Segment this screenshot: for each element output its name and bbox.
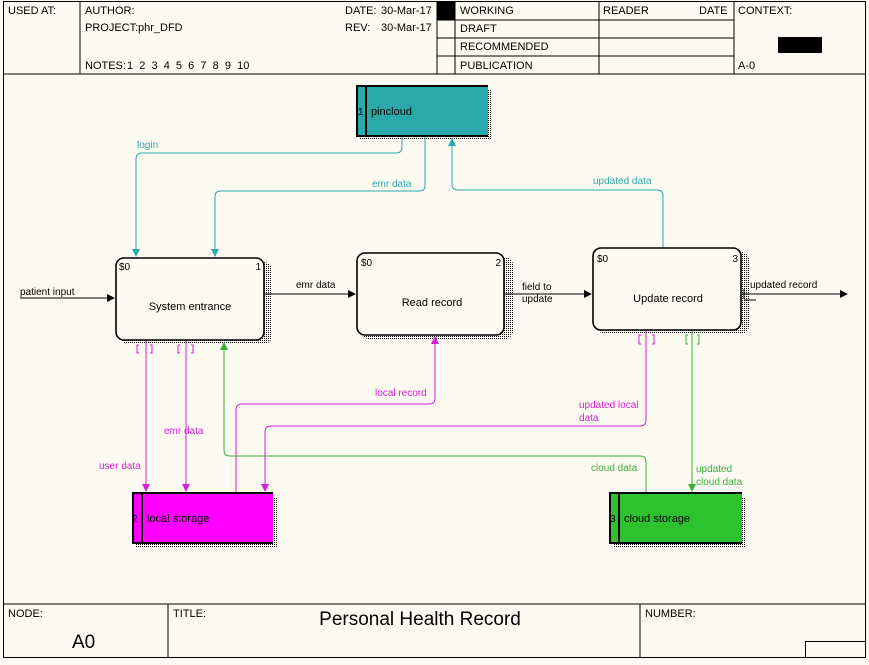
date-label: DATE:	[345, 5, 377, 17]
notes-values: 1 2 3 4 5 6 7 8 9 10	[127, 60, 249, 72]
store-cloud-storage-body	[609, 493, 742, 543]
rev-label: REV:	[345, 22, 370, 34]
label-user-data: user data	[99, 461, 141, 472]
date-value: 30-Mar-17	[381, 5, 432, 17]
status-publication: PUBLICATION	[460, 60, 533, 72]
process-system-entrance[interactable]: $0 1 System entrance	[115, 257, 272, 344]
tunnel-bracket	[177, 344, 194, 354]
store-name: cloud storage	[624, 513, 690, 525]
context-thumbnail	[778, 37, 822, 53]
tunnel-bracket	[136, 344, 153, 354]
reader-date-label: DATE	[699, 5, 728, 17]
process-update-record[interactable]: $0 3 Update record	[592, 247, 749, 334]
store-number: 3	[610, 514, 616, 525]
header-block: USED AT: AUTHOR: PROJECT: phr_DFD NOTES:…	[3, 2, 866, 75]
label-updated-local-2: data	[579, 413, 599, 424]
process-cost: $0	[597, 254, 609, 265]
working-status-marker	[437, 2, 455, 20]
tunnel-bracket	[638, 334, 655, 345]
context-node: A-0	[738, 60, 755, 72]
label-emr-data-local: emr data	[164, 426, 204, 437]
project-value: phr_DFD	[138, 22, 183, 34]
store-name: local storage	[147, 513, 209, 525]
store-number: 1	[358, 107, 364, 118]
store-number: 2	[132, 514, 138, 525]
arrow-local-record[interactable]	[235, 336, 439, 492]
process-name: Update record	[633, 293, 703, 305]
process-cost: $0	[119, 262, 131, 273]
flow-labels: login emr data updated data patient inpu…	[20, 140, 817, 488]
footer-block: NODE: A0 TITLE: Personal Health Record N…	[3, 603, 866, 658]
label-updated-cloud-1: updated	[696, 464, 732, 475]
used-at-label: USED AT:	[8, 5, 56, 17]
process-cost: $0	[361, 258, 373, 269]
store-local-storage-body	[132, 493, 273, 543]
green-arrows	[220, 331, 700, 492]
label-patient-input: patient input	[20, 287, 75, 298]
diagram-title: Personal Health Record	[319, 609, 521, 630]
status-working: WORKING	[460, 5, 514, 17]
node-label: NODE:	[8, 608, 43, 620]
status-recommended: RECOMMENDED	[460, 41, 549, 53]
store-pincloud[interactable]: 1 pincloud	[356, 85, 492, 140]
process-name: System entrance	[149, 301, 232, 313]
notes-label: NOTES:	[85, 60, 126, 72]
label-updated-data: updated data	[593, 176, 652, 187]
store-name: pincloud	[371, 106, 412, 118]
title-label: TITLE:	[173, 608, 206, 620]
process-number: 2	[495, 258, 501, 269]
store-local-storage[interactable]: 2 local storage	[132, 492, 277, 547]
label-cloud-data: cloud data	[591, 463, 638, 474]
arrow-emr-data-top[interactable]	[211, 137, 426, 257]
store-cloud-storage[interactable]: 3 cloud storage	[609, 492, 746, 547]
label-emr-data-top: emr data	[372, 179, 412, 190]
status-draft: DRAFT	[460, 23, 497, 35]
store-pincloud-body	[356, 86, 488, 136]
node-value: A0	[72, 632, 95, 653]
label-login: login	[137, 140, 158, 151]
tunnel-bracket	[685, 334, 700, 345]
label-updated-record: updated record	[750, 280, 817, 291]
context-label: CONTEXT:	[738, 5, 792, 17]
arrow-updated-data[interactable]	[448, 138, 664, 247]
project-label: PROJECT:	[85, 22, 138, 34]
number-label: NUMBER:	[645, 608, 696, 620]
process-name: Read record	[402, 297, 463, 309]
arrow-updated-local-data[interactable]	[261, 331, 647, 492]
magenta-arrows	[136, 331, 655, 492]
author-label: AUTHOR:	[85, 5, 135, 17]
arrow-cloud-data[interactable]	[220, 342, 647, 492]
label-field-to-update-1: field to	[522, 282, 552, 293]
tunnel-bracket	[743, 289, 756, 301]
label-field-to-update-2: update	[522, 294, 553, 305]
reader-label: READER	[603, 5, 649, 17]
label-local-record: local record	[375, 388, 427, 399]
black-arrows	[20, 289, 848, 302]
process-number: 3	[732, 254, 738, 265]
teal-arrows	[132, 137, 664, 257]
process-number: 1	[255, 262, 261, 273]
arrow-login[interactable]	[132, 137, 403, 257]
process-read-record[interactable]: $0 2 Read record	[356, 252, 513, 339]
label-emr-data-mid: emr data	[296, 280, 336, 291]
label-updated-cloud-2: cloud data	[696, 477, 743, 488]
rev-value: 30-Mar-17	[381, 22, 432, 34]
label-updated-local-1: updated local	[579, 400, 639, 411]
